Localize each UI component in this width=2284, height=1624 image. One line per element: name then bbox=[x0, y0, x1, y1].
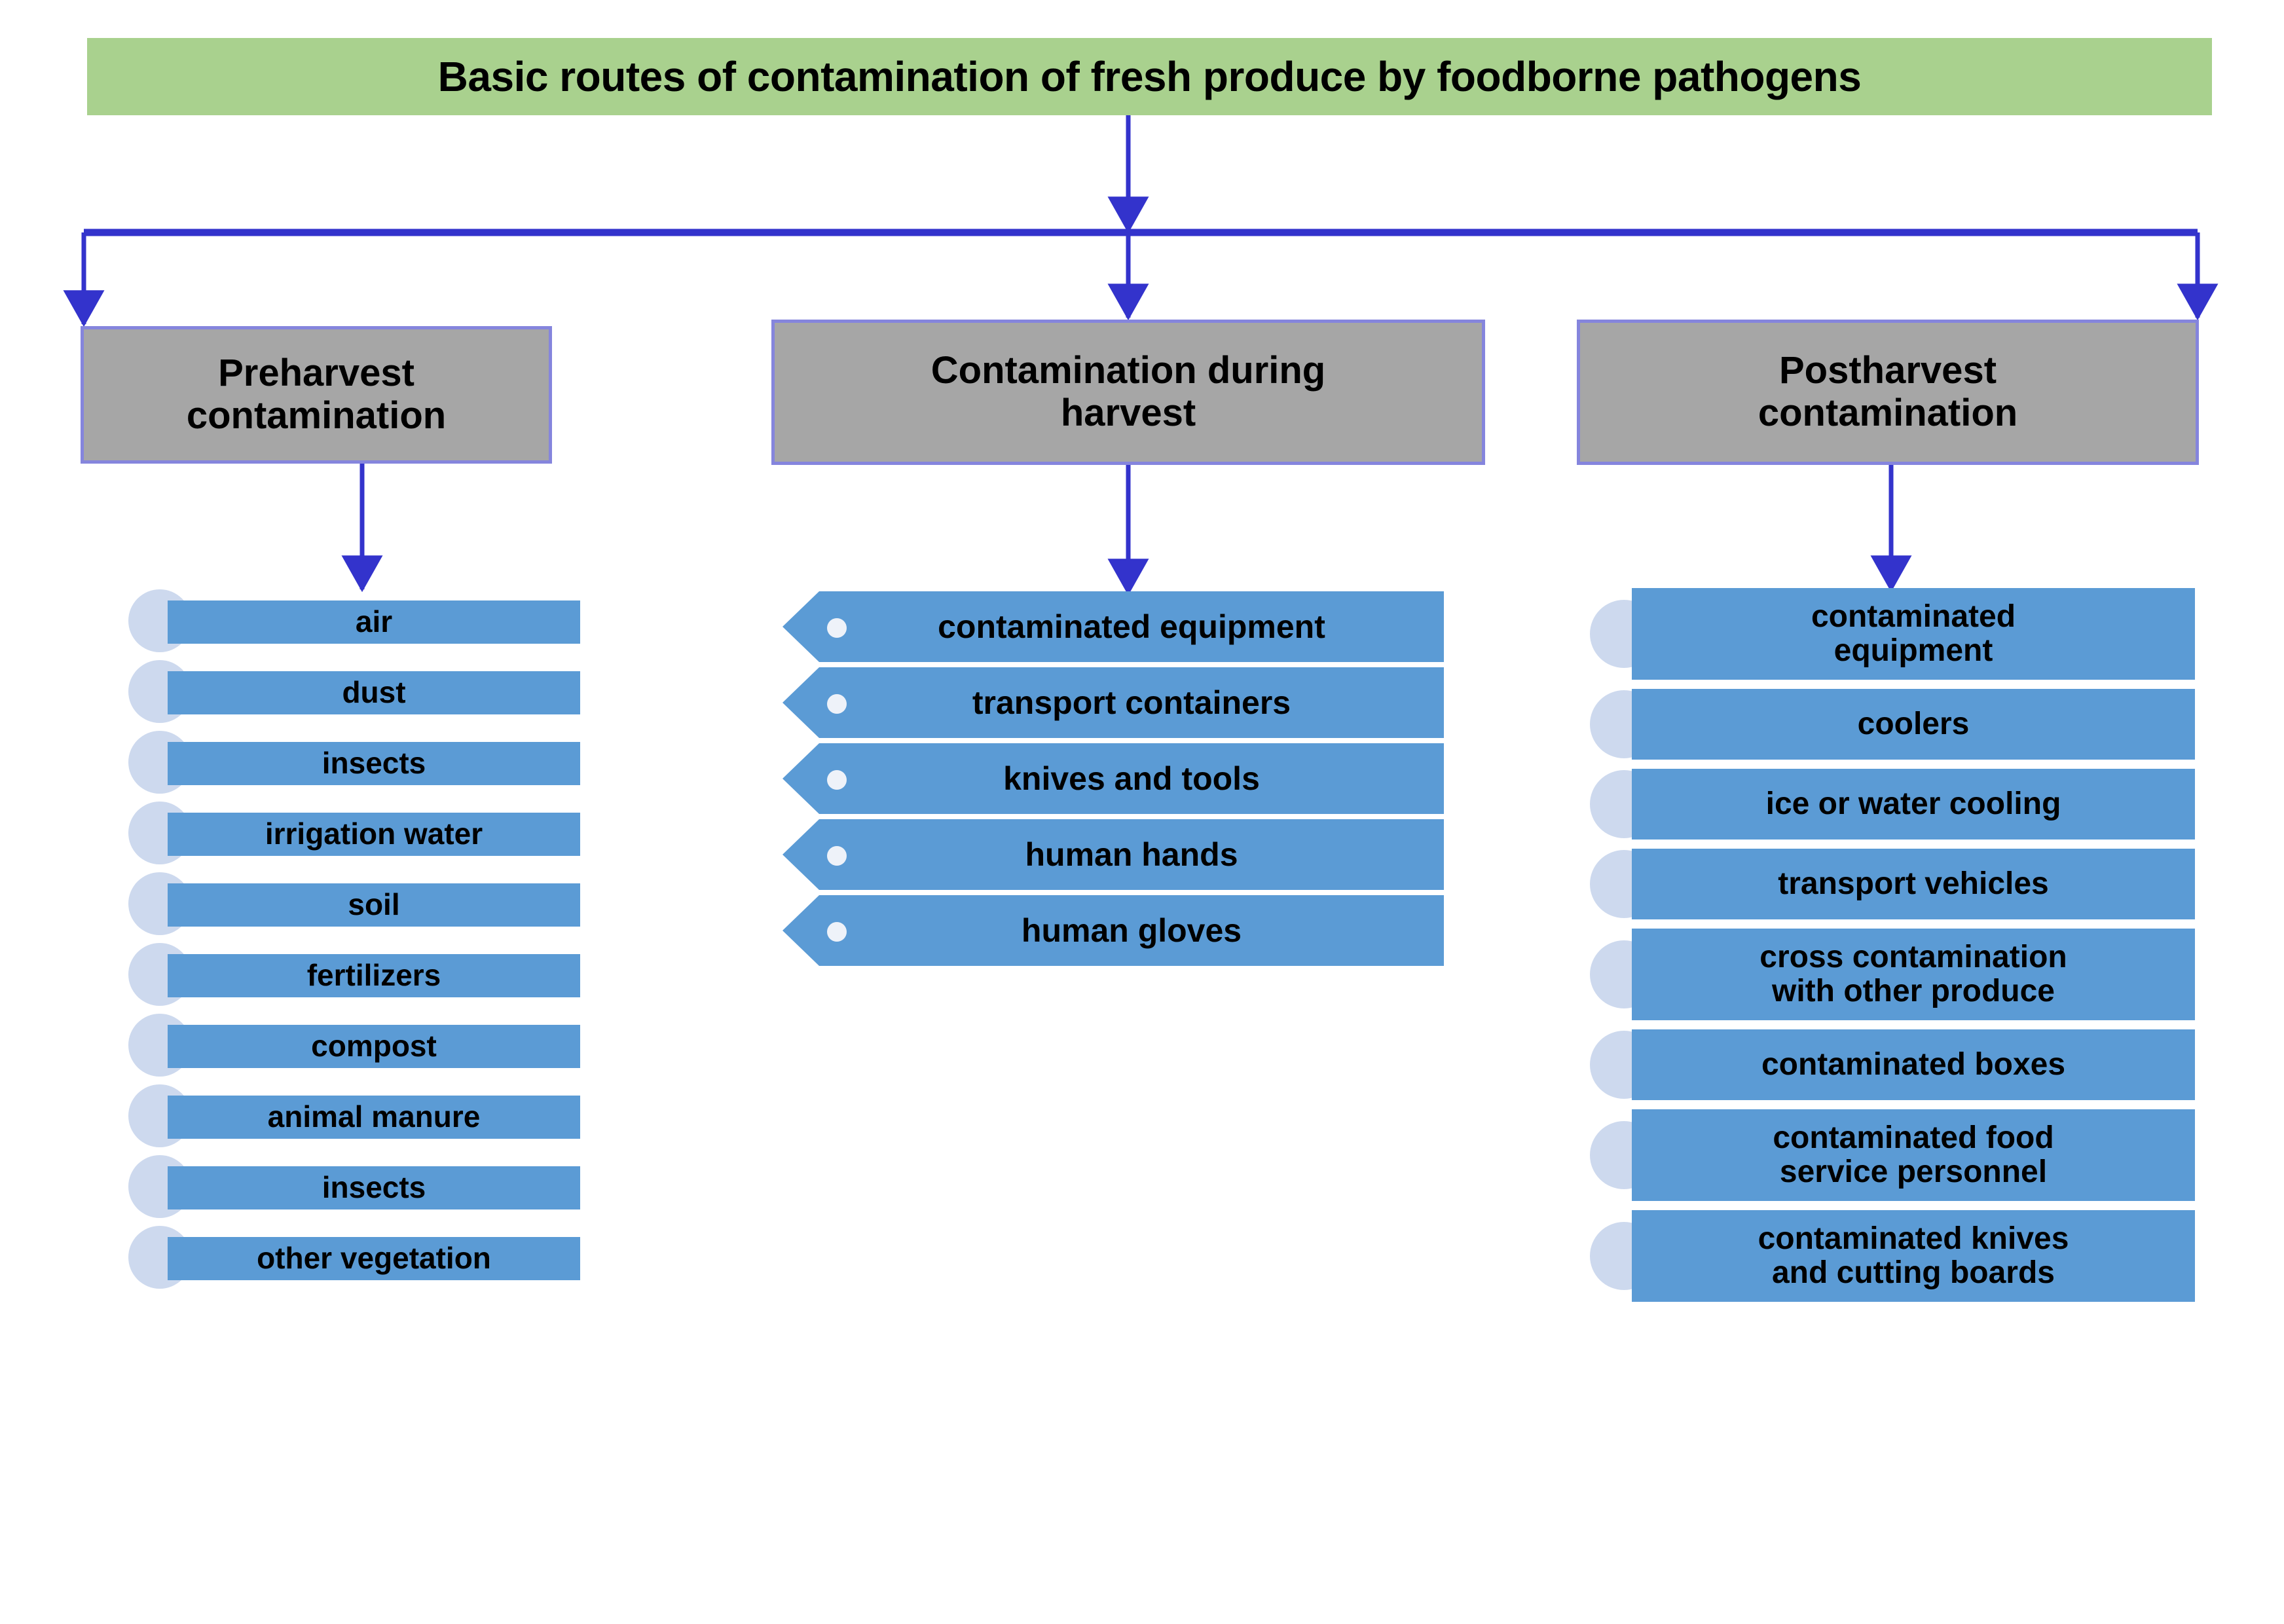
item-label: human hands bbox=[1025, 836, 1238, 873]
item-label: irrigation water bbox=[265, 817, 483, 851]
item-label: soil bbox=[348, 887, 400, 922]
item-shape: contaminated equipment bbox=[1632, 588, 2195, 680]
bullet-circle-icon bbox=[827, 770, 847, 790]
item-shape: human hands bbox=[783, 819, 1444, 890]
list-item[interactable]: contaminated equipment bbox=[1590, 588, 2245, 680]
item-label: contaminated boxes bbox=[1761, 1047, 2066, 1082]
item-label: transport containers bbox=[972, 684, 1291, 721]
list-item[interactable]: contaminated equipment bbox=[783, 591, 1457, 663]
category-box-postharvest: Postharvest contamination bbox=[1577, 320, 2199, 465]
item-list-during-harvest: contaminated equipment transport containe… bbox=[783, 591, 1457, 970]
item-shape: compost bbox=[168, 1025, 580, 1068]
item-shape: coolers bbox=[1632, 689, 2195, 760]
item-label: other vegetation bbox=[257, 1241, 491, 1276]
item-list-preharvest: air dust insects irrigation water soil fertil… bbox=[128, 588, 600, 1295]
list-item[interactable]: human gloves bbox=[783, 895, 1457, 967]
list-item[interactable]: contaminated boxes bbox=[1590, 1029, 2245, 1100]
list-item[interactable]: transport containers bbox=[783, 667, 1457, 739]
bullet-circle-icon bbox=[827, 846, 847, 866]
list-item[interactable]: ice or water cooling bbox=[1590, 769, 2245, 840]
category-label-postharvest: Postharvest contamination bbox=[1758, 349, 2018, 434]
list-item[interactable]: coolers bbox=[1590, 689, 2245, 760]
item-shape: other vegetation bbox=[168, 1237, 580, 1280]
list-item[interactable]: other vegetation bbox=[128, 1225, 600, 1293]
item-list-postharvest: contaminated equipment coolers ice or wate… bbox=[1590, 588, 2245, 1311]
item-shape: contaminated knives and cutting boards bbox=[1632, 1210, 2195, 1302]
item-label: insects bbox=[322, 746, 426, 781]
item-label: knives and tools bbox=[1003, 760, 1260, 797]
list-item[interactable]: cross contamination with other produce bbox=[1590, 929, 2245, 1020]
list-item[interactable]: knives and tools bbox=[783, 743, 1457, 815]
list-item[interactable]: irrigation water bbox=[128, 800, 600, 868]
list-item[interactable]: contaminated knives and cutting boards bbox=[1590, 1210, 2245, 1302]
list-item[interactable]: transport vehicles bbox=[1590, 849, 2245, 919]
item-label: ice or water cooling bbox=[1765, 786, 2061, 822]
item-label: fertilizers bbox=[306, 958, 441, 993]
item-shape: transport vehicles bbox=[1632, 849, 2195, 919]
item-label: contaminated food service personnel bbox=[1773, 1120, 2054, 1189]
bullet-circle-icon bbox=[827, 922, 847, 942]
category-box-during-harvest: Contamination during harvest bbox=[771, 320, 1485, 465]
diagram-title-banner: Basic routes of contamination of fresh p… bbox=[87, 38, 2212, 115]
item-label: human gloves bbox=[1021, 912, 1242, 949]
item-shape: human gloves bbox=[783, 895, 1444, 966]
category-label-during-harvest: Contamination during harvest bbox=[930, 349, 1326, 434]
bullet-circle-icon bbox=[827, 694, 847, 714]
item-label: coolers bbox=[1857, 707, 1970, 742]
item-label: air bbox=[355, 604, 393, 639]
category-box-preharvest: Preharvest contamination bbox=[81, 326, 552, 464]
item-shape: contaminated boxes bbox=[1632, 1029, 2195, 1100]
item-label: transport vehicles bbox=[1778, 866, 2049, 902]
item-shape: insects bbox=[168, 742, 580, 785]
item-shape: soil bbox=[168, 883, 580, 927]
list-item[interactable]: soil bbox=[128, 871, 600, 939]
item-label: contaminated equipment bbox=[938, 608, 1325, 645]
item-label: animal manure bbox=[267, 1099, 481, 1134]
list-item[interactable]: compost bbox=[128, 1012, 600, 1080]
list-item[interactable]: air bbox=[128, 588, 600, 656]
list-item[interactable]: animal manure bbox=[128, 1083, 600, 1151]
item-shape: insects bbox=[168, 1166, 580, 1209]
list-item[interactable]: human hands bbox=[783, 819, 1457, 891]
item-label: dust bbox=[342, 675, 406, 710]
list-item[interactable]: fertilizers bbox=[128, 942, 600, 1010]
item-shape: contaminated food service personnel bbox=[1632, 1109, 2195, 1201]
item-label: contaminated knives and cutting boards bbox=[1758, 1221, 2069, 1290]
item-shape: irrigation water bbox=[168, 813, 580, 856]
list-item[interactable]: dust bbox=[128, 659, 600, 727]
diagram-title-text: Basic routes of contamination of fresh p… bbox=[437, 53, 1862, 100]
item-shape: air bbox=[168, 600, 580, 644]
item-shape: ice or water cooling bbox=[1632, 769, 2195, 840]
item-label: contaminated equipment bbox=[1811, 599, 2016, 668]
bullet-circle-icon bbox=[827, 618, 847, 638]
item-shape: contaminated equipment bbox=[783, 591, 1444, 662]
item-shape: knives and tools bbox=[783, 743, 1444, 814]
list-item[interactable]: insects bbox=[128, 1154, 600, 1222]
item-shape: transport containers bbox=[783, 667, 1444, 738]
item-shape: fertilizers bbox=[168, 954, 580, 997]
list-item[interactable]: contaminated food service personnel bbox=[1590, 1109, 2245, 1201]
list-item[interactable]: insects bbox=[128, 729, 600, 798]
item-label: cross contamination with other produce bbox=[1759, 940, 2067, 1008]
item-shape: cross contamination with other produce bbox=[1632, 929, 2195, 1020]
item-shape: animal manure bbox=[168, 1096, 580, 1139]
item-label: compost bbox=[311, 1029, 437, 1063]
item-shape: dust bbox=[168, 671, 580, 714]
category-label-preharvest: Preharvest contamination bbox=[186, 352, 447, 437]
item-label: insects bbox=[322, 1170, 426, 1205]
